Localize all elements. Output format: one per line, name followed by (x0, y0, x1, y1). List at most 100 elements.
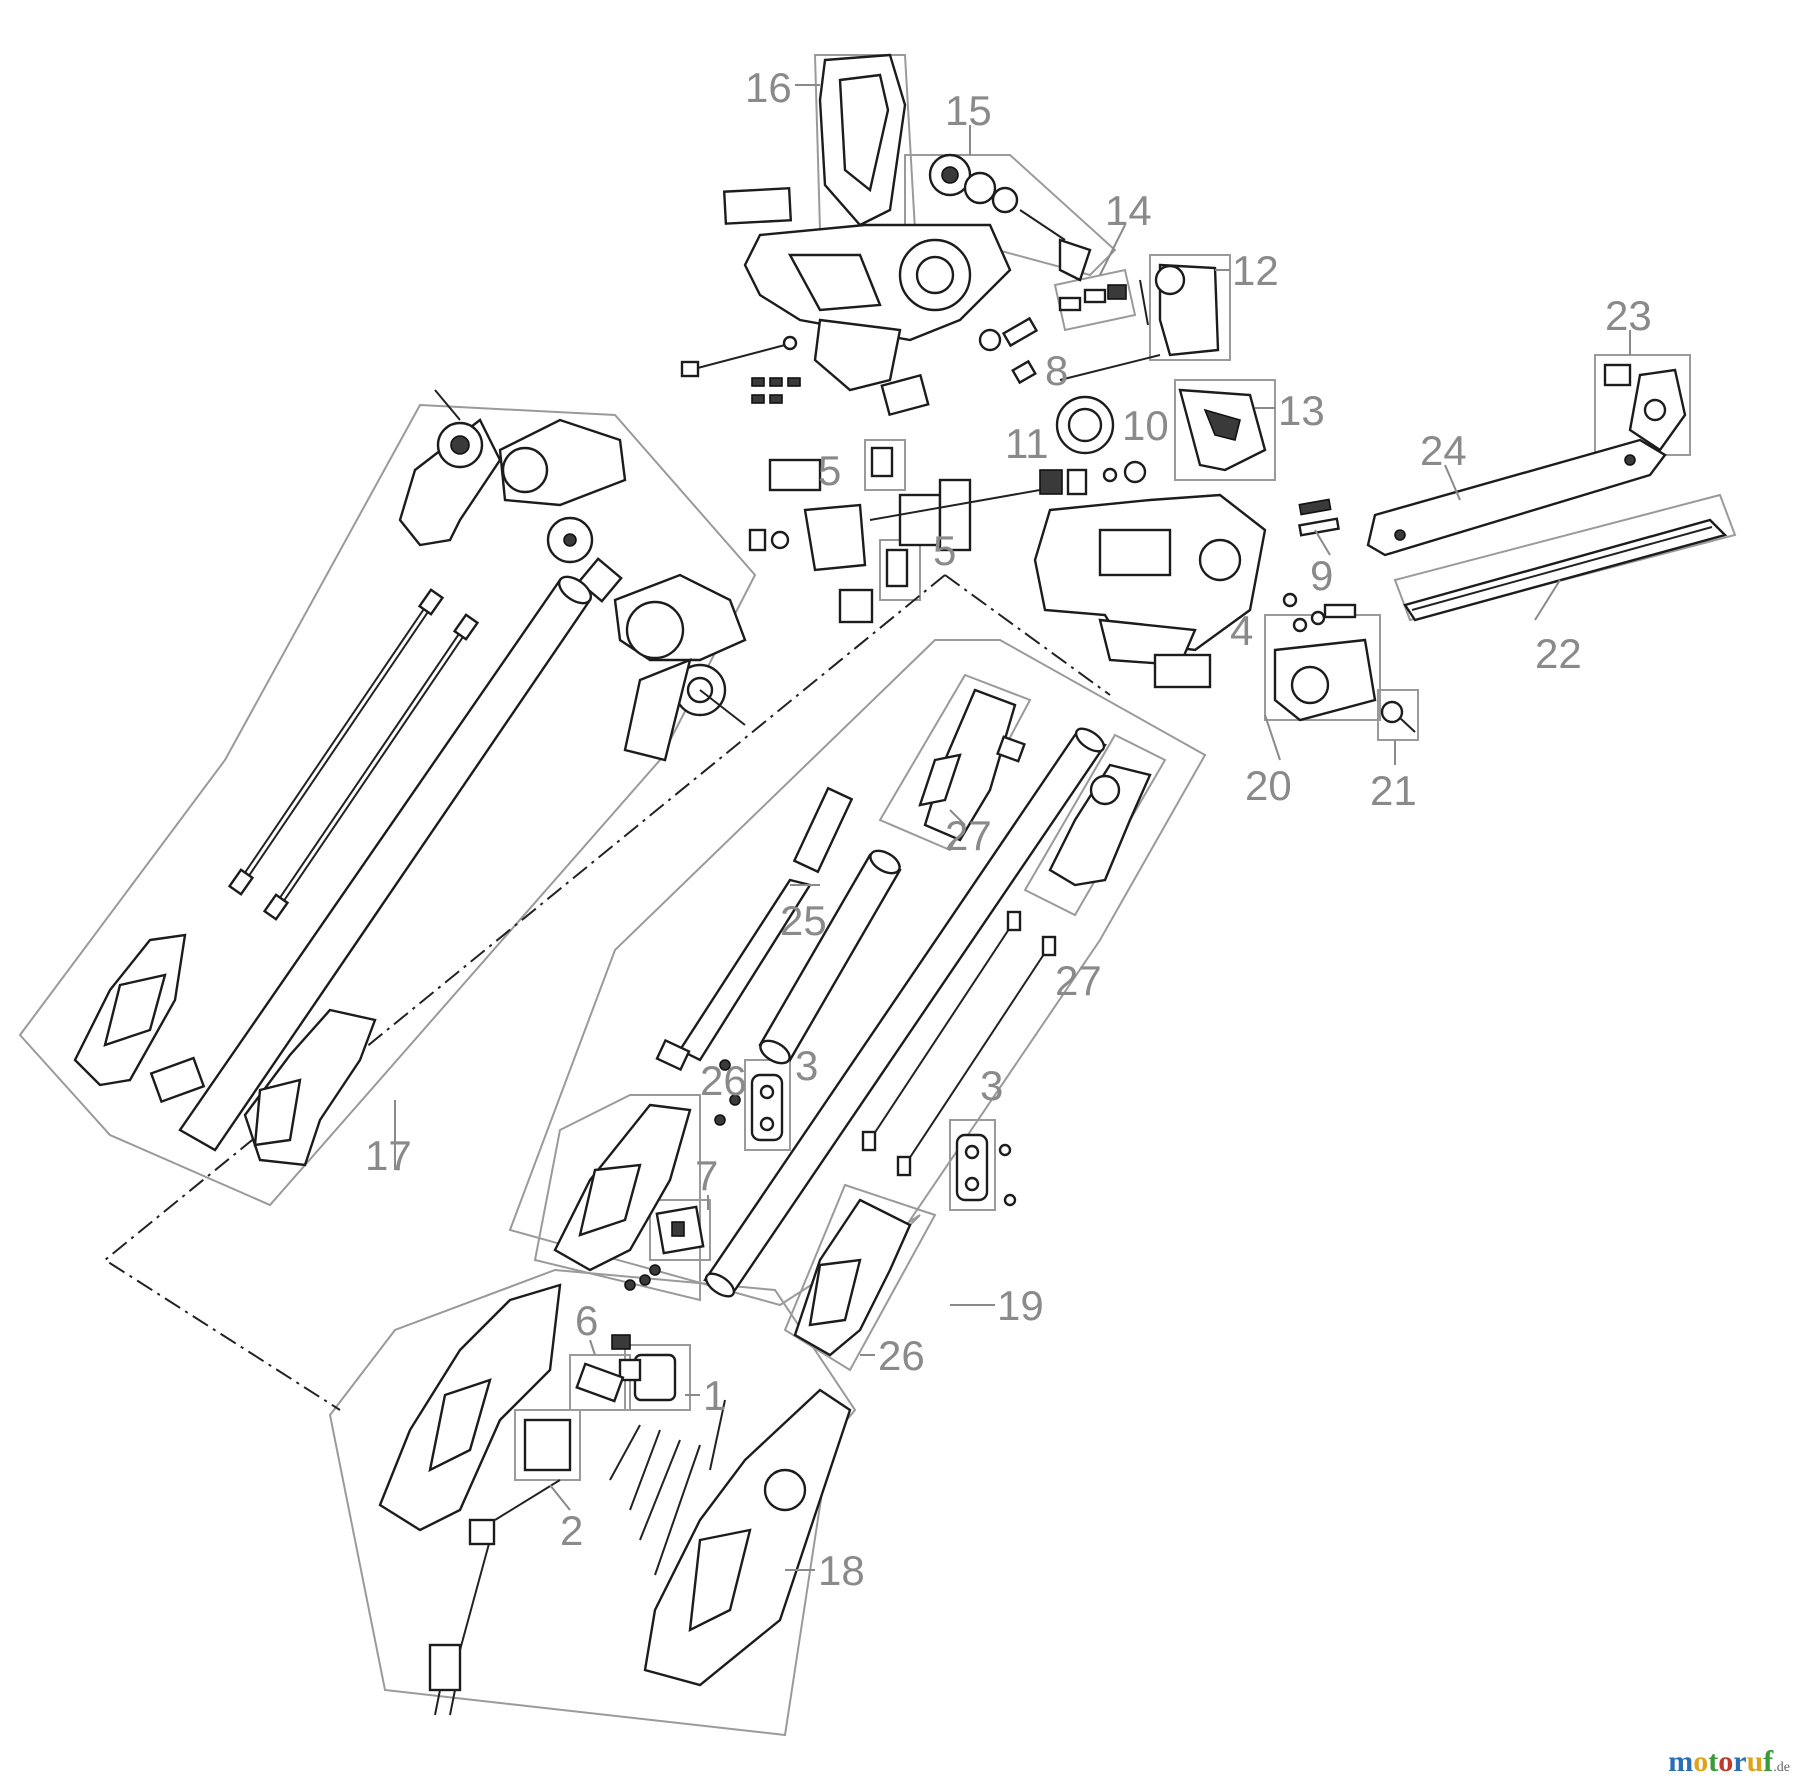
part-27-coupling-top (918, 688, 1026, 842)
callout-2: 2 (560, 1507, 583, 1554)
group-6-outline (569, 1354, 631, 1411)
group-23-outline (1594, 354, 1691, 456)
callout-7: 7 (695, 1152, 718, 1199)
callout-3a: 3 (795, 1042, 818, 1089)
callout-23: 23 (1605, 292, 1652, 339)
part-label-plate-lower (1153, 653, 1212, 689)
callout-17: 17 (365, 1132, 412, 1179)
part-17-tube (178, 575, 593, 1152)
part-11-bearing (1039, 460, 1147, 496)
part-12-oil-tank (1139, 263, 1220, 357)
part-17-upper-coupling (398, 418, 627, 547)
part-18-tie-rods (609, 1399, 726, 1576)
group-5a-outline (864, 439, 906, 491)
callout-5a: 5 (818, 447, 841, 494)
leader-20 (1264, 714, 1281, 761)
part-20-sprocket-cover (1273, 638, 1377, 722)
callout-1: 1 (703, 1372, 726, 1419)
group-21-outline (1377, 689, 1419, 741)
part-9-bolt (1298, 498, 1340, 537)
watermark-wordmark: motoruf (1668, 1745, 1773, 1778)
part-3-clamp-a (750, 1073, 784, 1142)
part-24-guide-bar (1366, 438, 1667, 557)
callout-12: 12 (1232, 247, 1279, 294)
group-13-outline (1174, 379, 1276, 481)
callout-24: 24 (1420, 427, 1467, 474)
part-5-brush-holders (838, 446, 909, 624)
part-14-adjuster (1058, 284, 1127, 312)
part-motor-cable (680, 335, 798, 378)
callout-4: 4 (1230, 607, 1253, 654)
callout-25: 25 (780, 897, 827, 944)
group-15-outline (904, 154, 1117, 277)
part-8-spindle (978, 316, 1039, 385)
callout-11: 11 (1005, 420, 1049, 467)
watermark-letter: m (1668, 1745, 1694, 1778)
part-13-chain-guard (1178, 388, 1267, 472)
part-17-lead-line-2 (699, 689, 746, 726)
callout-6: 6 (575, 1297, 598, 1344)
part-gear-housing (1033, 493, 1267, 667)
group-3b-outline (949, 1119, 996, 1211)
callout-9: 9 (1310, 552, 1333, 599)
leader-9 (1314, 529, 1331, 556)
assembly-guide-line-2 (103, 574, 946, 1411)
callout-27b: 27 (1055, 957, 1102, 1004)
watermark-letter: f (1763, 1745, 1774, 1778)
watermark-letter: r (1733, 1745, 1747, 1778)
callout-26b: 26 (878, 1332, 925, 1379)
part-25-switch-assembly (655, 786, 854, 1072)
group-26a-outline (533, 1094, 701, 1302)
part-18-handle-left (378, 1283, 562, 1532)
watermark-letter: t (1708, 1745, 1719, 1778)
leader-2 (549, 1484, 571, 1511)
callout-22: 22 (1535, 630, 1582, 677)
callout-5b: 5 (933, 527, 956, 574)
part-18-power-cord (428, 1479, 561, 1716)
part-15-knob-assembly (928, 153, 1092, 282)
part-17-lead-line (434, 389, 461, 421)
part-21-nut (1380, 700, 1416, 733)
watermark-logo: motoruf.de (1668, 1745, 1790, 1779)
callout-8: 8 (1045, 347, 1068, 394)
part-17-lower-housing-right (243, 1008, 377, 1167)
callout-3b: 3 (980, 1062, 1003, 1109)
part-19-tube-1 (758, 849, 902, 1065)
part-3-clamp-b (955, 1133, 1017, 1207)
part-motor-armature (748, 458, 1041, 572)
part-17-cable-2 (262, 613, 480, 921)
watermark-letter: o (1693, 1745, 1709, 1778)
group-7-outline (649, 1199, 711, 1261)
group-27a-outline (878, 673, 1032, 852)
part-23-tensioner (1603, 363, 1687, 452)
part-small-screws-top (751, 373, 930, 417)
part-17-lower-coupling (613, 573, 747, 762)
callout-20: 20 (1245, 762, 1292, 809)
callout-10: 10 (1122, 402, 1169, 449)
callout-21: 21 (1370, 767, 1417, 814)
part-1-switch-block (618, 1353, 677, 1402)
leader-14 (1099, 224, 1126, 276)
part-10-drive-sprocket (1055, 354, 1161, 455)
part-26-housing-left (553, 1103, 692, 1272)
callout-18: 18 (818, 1547, 865, 1594)
part-motor-housing (743, 223, 1012, 392)
group-27b-outline (1023, 733, 1167, 917)
callout-27a: 27 (945, 812, 992, 859)
part-19-cables (861, 910, 1057, 1177)
leader-27a (949, 809, 966, 826)
group-26b-outline (783, 1183, 937, 1372)
watermark-letter: o (1718, 1745, 1734, 1778)
part-17-lower-housing-left (73, 933, 206, 1104)
group-12-outline (1149, 254, 1231, 361)
assembly-guide-line (944, 574, 1111, 696)
watermark-letter: u (1746, 1745, 1764, 1778)
callout-19: 19 (997, 1282, 1044, 1329)
part-2-switch-cover (523, 1418, 572, 1472)
callout-15: 15 (945, 87, 992, 134)
part-19-screws (624, 1059, 741, 1291)
callout-13: 13 (1278, 387, 1325, 434)
leader-6 (589, 1339, 596, 1356)
part-18-handle-right (643, 1388, 852, 1687)
